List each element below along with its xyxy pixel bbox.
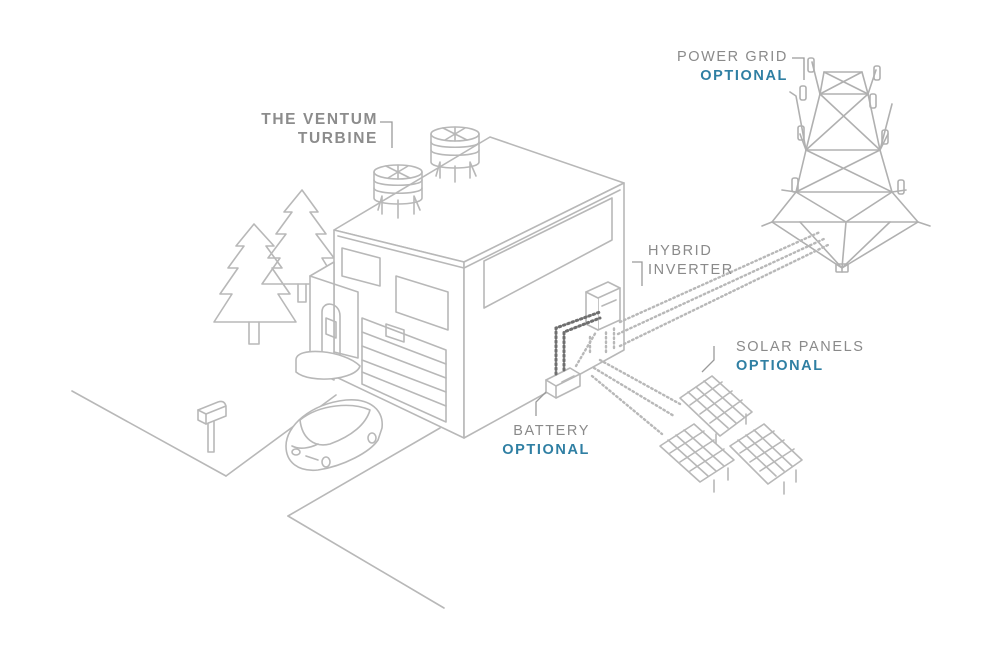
pine-tree-back [261,189,339,303]
turbine-label: THE VENTUM TURBINE [250,110,378,148]
house [295,136,625,439]
power-grid-optional: OPTIONAL [700,68,788,84]
turbine-right [430,126,480,183]
connection-cables [554,230,832,436]
solar-panels-label: SOLAR PANELS OPTIONAL [736,338,876,376]
solar-panel-top [679,375,753,445]
battery-title: BATTERY [513,423,590,439]
battery-optional: OPTIONAL [502,442,590,458]
solar-panels-title: SOLAR PANELS [736,339,865,355]
turbine-label-line1: THE VENTUM [261,111,378,128]
hybrid-inverter-line2: INVERTER [648,262,734,278]
car [285,399,383,471]
battery-label: BATTERY OPTIONAL [490,422,590,460]
solar-panel-bottom-right [729,423,803,495]
solar-panel-bottom-left [659,423,735,493]
hybrid-inverter-line1: HYBRID [648,243,713,259]
mailbox [197,400,227,453]
battery-box [545,367,581,399]
power-grid-tower [761,57,931,273]
solar-panels-optional: OPTIONAL [736,358,824,374]
pine-tree-front [213,223,297,345]
power-grid-label: POWER GRID OPTIONAL [660,48,788,86]
hybrid-inverter-label: HYBRID INVERTER [648,242,758,280]
power-grid-title: POWER GRID [676,49,788,65]
leader-lines [380,57,805,416]
turbine-left [373,164,423,219]
turbine-label-line2: TURBINE [297,130,378,147]
